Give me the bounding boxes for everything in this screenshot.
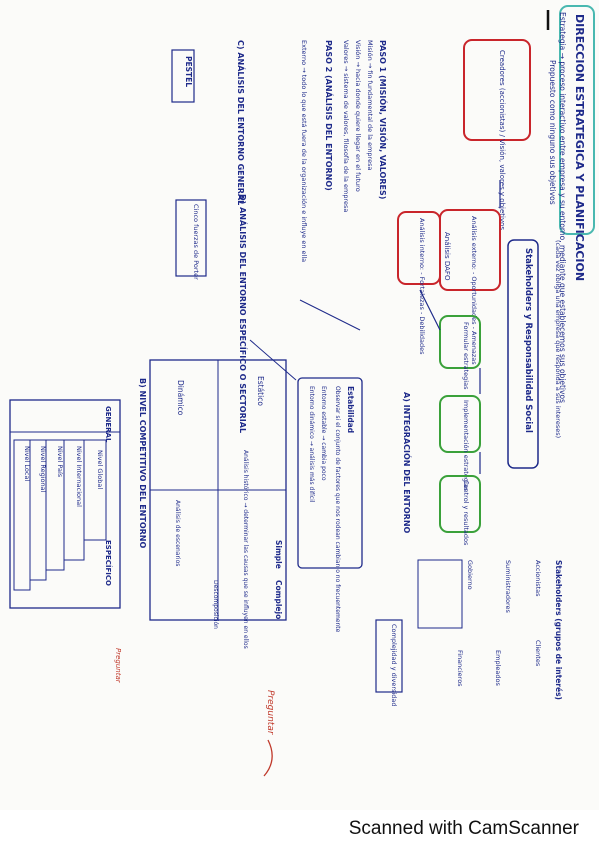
gobierno-note-box xyxy=(417,559,463,629)
cinco-fuerzas-label: Cinco fuerzas de Porter xyxy=(192,204,200,280)
stakeholders-box xyxy=(507,239,539,469)
preguntar-note-2: Preguntar xyxy=(114,648,122,684)
nivel-5: Nivel Local xyxy=(23,446,31,481)
table-complejo: Complejo xyxy=(274,580,283,619)
general-label: GENERAL xyxy=(104,406,112,443)
estabilidad-title: Estabilidad xyxy=(346,386,355,433)
scanned-notes-page: DIRECCION ESTRATEGICA Y PLANIFICACION Es… xyxy=(0,0,599,810)
estabilidad-box xyxy=(297,377,363,569)
preguntar-note-1: Preguntar xyxy=(265,690,275,736)
paso-1-vision: Visión → hacia donde quiere llegar en el… xyxy=(354,40,362,192)
nivel-box-5 xyxy=(13,439,31,591)
porter-box xyxy=(175,199,207,277)
central-label: Stakeholders y Responsabilidad Social xyxy=(523,248,533,433)
estabilidad-line-2: Entorno estable → cambia poco xyxy=(320,386,327,481)
red-box-2-text: Análisis externo: - Oportunidades - Amen… xyxy=(470,216,478,365)
green-box-3-text: Control y resultados xyxy=(462,480,470,546)
especifico-label: ESPECÍFICO xyxy=(104,540,113,586)
accionistas-item: Accionistas xyxy=(534,560,542,597)
stakeholders-heading: Stakeholders (grupos de interés) xyxy=(554,560,563,700)
section-b-heading: B) NIVEL COMPETITIVO DEL ENTORNO xyxy=(138,378,147,548)
nivel-1: Nivel Global xyxy=(96,450,104,489)
footer-watermark: Scanned with CamScanner xyxy=(348,818,579,839)
central-note: (cada vez obliga una empresa que respond… xyxy=(554,240,562,438)
connector-1 xyxy=(299,299,361,331)
green-box-1-text: Formular estrategias xyxy=(462,322,470,390)
table-simple: Simple xyxy=(274,540,283,569)
section-a-heading: A) INTEGRACIÓN DEL ENTORNO xyxy=(402,392,413,534)
complejidad-label: Complejidad y diversidad xyxy=(390,624,398,706)
intro-line-1: Estrategia → proceso interactivo entre e… xyxy=(558,12,567,403)
complejidad-box xyxy=(375,619,403,693)
nivel-2: Nivel Internacional xyxy=(75,446,83,507)
intro-line-2: Propuesto como ninguno sus objetivos xyxy=(548,60,557,205)
dafo-label: Análisis DAFO xyxy=(443,232,451,281)
nivel-4: Nivel Regional xyxy=(39,446,47,493)
paper-background xyxy=(0,0,599,810)
gobierno-item: Gobierno xyxy=(466,560,474,590)
green-box-control xyxy=(439,475,481,533)
connector-2 xyxy=(249,339,297,381)
section-d-heading: D) ANÁLISIS DEL ENTORNO ESPECÍFICO O SEC… xyxy=(238,194,249,433)
nivel-3: Nivel País xyxy=(56,446,64,478)
paso-1-valores: Valores → sistema de valores, filosofía … xyxy=(342,40,350,212)
paso-1-heading: PASO 1 (MISIÓN, VISIÓN, VALORES) xyxy=(378,40,389,199)
table-estatico: Estático xyxy=(256,376,265,406)
table-cell-1: Análisis histórico → determinar las caus… xyxy=(242,450,249,649)
page-title: DIRECCION ESTRATEGICA Y PLANIFICACION xyxy=(573,14,586,281)
table-dinamico: Dinámico xyxy=(176,380,185,416)
financieros-item: Financieros xyxy=(456,650,464,687)
paso-1-mision: Misión → fin fundamental de la empresa xyxy=(366,40,374,170)
scanner-footer: Scanned with CamScanner xyxy=(0,810,599,848)
estabilidad-line-1: Observar si el conjunto de factores que … xyxy=(334,386,341,633)
section-c-heading: C) ANÁLISIS DEL ENTORNO GENERAL xyxy=(236,40,247,205)
red-box-analisis-interno xyxy=(397,211,441,285)
estabilidad-line-3: Entorno dinámico → análisis más difícil xyxy=(308,386,315,503)
table-cell-3: Descomposición xyxy=(212,580,219,629)
paso-2-heading: PASO 2 (ANÁLISIS DEL ENTORNO) xyxy=(324,40,335,191)
green-box-formular xyxy=(439,315,481,369)
green-box-implementacion xyxy=(439,395,481,453)
pestel-label: PESTEL xyxy=(184,56,193,87)
red-box-1-text: Creadores (accionistas) / Visión, valore… xyxy=(498,50,506,230)
preguntar-arrow-1 xyxy=(263,739,273,777)
title-box xyxy=(559,5,595,235)
table-cell-2: Análisis de escenarios xyxy=(174,500,181,566)
clientes-item: Clientes xyxy=(534,640,542,667)
green-box-2-text: Implementación estrategias xyxy=(462,400,470,492)
suministradores-item: Suministradores xyxy=(504,560,512,614)
flow-arrow-4 xyxy=(419,289,441,331)
paso-2-text: Externo → todo lo que está fuera de la o… xyxy=(300,40,308,262)
empleados-item: Empleados xyxy=(494,650,502,686)
red-box-creadores xyxy=(463,39,531,141)
red-box-3-text: Análisis interno: - Fortalezas - Debilid… xyxy=(418,218,426,355)
pestel-box xyxy=(171,49,195,103)
entorno-levels-box xyxy=(9,399,121,609)
